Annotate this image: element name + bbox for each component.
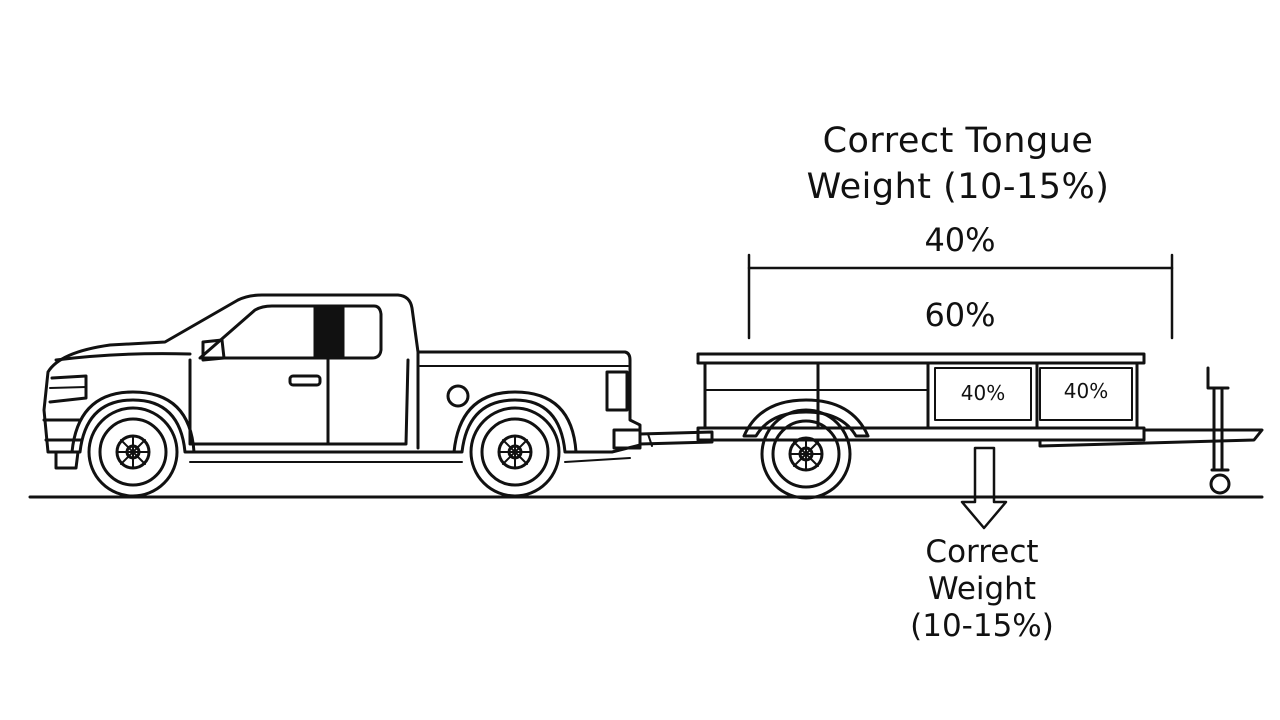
truck-rear-wheel (469, 406, 561, 498)
truck-rear-door (326, 358, 410, 446)
trailer-safety-chain (647, 433, 653, 447)
upper-percent: 40% (924, 221, 996, 259)
truck-headlight (48, 374, 88, 404)
truck-grille-line (49, 386, 87, 389)
trailer-box-right-label: 40% (1063, 379, 1109, 403)
truck-front-bumper (42, 418, 84, 442)
truck-rear-rocker (564, 457, 631, 463)
weight-arrow (960, 446, 1008, 530)
truck-front-window (198, 304, 317, 360)
trailer-fender (742, 398, 870, 438)
truck-front-wheel (87, 406, 179, 498)
bottom-label-line1: Correct (925, 534, 1039, 570)
top-label-line1: Correct Tongue (822, 121, 1094, 161)
truck-rear-window (341, 304, 383, 360)
truck-hitch (612, 428, 642, 450)
truck-front-door (188, 358, 330, 446)
truck-taillight (605, 370, 629, 412)
bottom-label-line3: (10-15%) (910, 608, 1054, 644)
trailer-wheel (760, 408, 852, 500)
truck-door-handle (288, 374, 322, 387)
trailer-jack (1206, 366, 1231, 495)
truck-mirror (201, 338, 226, 362)
trailer-top-rail (696, 352, 1146, 365)
trailer-box-left (934, 367, 1032, 421)
truck-fuel-cap (446, 384, 470, 408)
lower-percent: 60% (924, 296, 996, 334)
trailer-box-right (1039, 367, 1133, 421)
trailer-box-left-label: 40% (960, 381, 1006, 405)
trailer-frame (696, 426, 1146, 442)
bottom-label-line2: Weight (927, 571, 1036, 607)
trailer-coupler (638, 430, 714, 446)
trailer-tongue (1038, 428, 1264, 448)
pickup-truck (42, 293, 642, 470)
utility-trailer (638, 352, 1264, 495)
top-label-line2: Weight (10-15%) (806, 167, 1110, 207)
truck-rear-arch (452, 390, 578, 454)
truck-chin (54, 450, 80, 470)
truck-front-arch (70, 390, 196, 454)
dimension-bracket (747, 253, 1174, 340)
truck-hood-line (54, 352, 192, 362)
truck-pillar (313, 304, 345, 360)
